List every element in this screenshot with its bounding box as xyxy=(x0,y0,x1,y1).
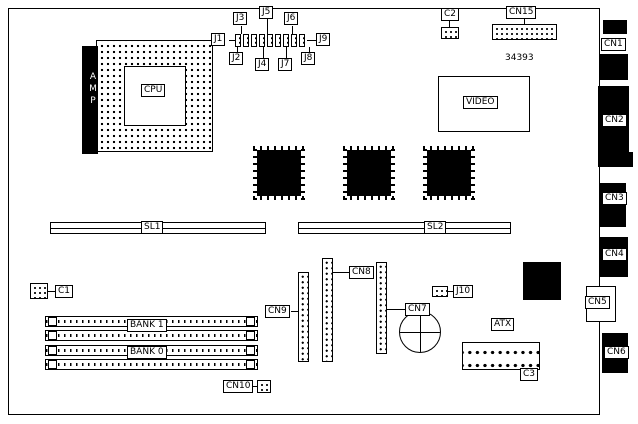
ic-chip-body xyxy=(347,150,391,196)
label-j3: J3 xyxy=(233,12,248,25)
sl1-label: SL1 xyxy=(141,221,164,234)
label-cn9: CN9 xyxy=(265,305,290,318)
ic-chip xyxy=(343,146,395,200)
label-cn7: CN7 xyxy=(405,303,430,316)
label-j2: J2 xyxy=(229,52,244,65)
label-j8: J8 xyxy=(301,52,316,65)
leader-line xyxy=(267,19,268,34)
atx-power-connector xyxy=(462,342,540,370)
cn9-header xyxy=(298,272,309,362)
label-cn6: CN6 xyxy=(604,346,629,359)
label-cn5: CN5 xyxy=(585,296,610,309)
leader-line xyxy=(252,386,257,387)
jumper-block xyxy=(259,34,265,47)
label-c3: C3 xyxy=(520,368,539,381)
cn10-connector xyxy=(257,380,271,393)
leader-line xyxy=(241,26,242,34)
label-j6: J6 xyxy=(284,12,299,25)
j10-jumper xyxy=(432,286,448,297)
leader-line xyxy=(449,21,450,27)
battery xyxy=(399,311,441,353)
bank1-label: BANK 1 xyxy=(127,319,167,332)
leader-line xyxy=(263,47,264,58)
ic-chip-body xyxy=(257,150,301,196)
leader-line xyxy=(387,309,405,310)
label-cn3: CN3 xyxy=(602,192,627,205)
label-j7: J7 xyxy=(278,58,293,71)
leader-line xyxy=(292,26,293,34)
leader-line xyxy=(48,291,55,292)
ic-chip-body xyxy=(427,150,471,196)
simm-socket xyxy=(45,359,258,370)
cn1-connector xyxy=(603,20,627,34)
jumper-block xyxy=(235,34,241,47)
jumper-block xyxy=(291,34,297,47)
jumper-block xyxy=(299,34,305,47)
leader-line xyxy=(291,311,298,312)
leader-line xyxy=(333,272,349,273)
label-c1: C1 xyxy=(55,285,74,298)
cpu-label: CPU xyxy=(141,84,166,97)
label-j5: J5 xyxy=(259,6,274,19)
cn1-connector xyxy=(600,54,628,80)
ic-chip xyxy=(253,146,305,200)
leader-line xyxy=(237,47,238,52)
battery-cross-line xyxy=(400,332,440,333)
label-cn8: CN8 xyxy=(349,266,374,279)
label-j9: J9 xyxy=(316,33,331,46)
label-cn15: CN15 xyxy=(506,6,537,19)
cn3-connector xyxy=(600,183,626,227)
jumper-block xyxy=(251,34,257,47)
label-cn1: CN1 xyxy=(601,38,626,51)
cpu-socket xyxy=(96,40,213,152)
cn7-header xyxy=(376,262,387,354)
cn2-connector xyxy=(598,152,633,167)
bank0-label: BANK 0 xyxy=(127,346,167,359)
expansion-slot-sl2 xyxy=(298,222,511,234)
amp-label: AMP xyxy=(88,72,98,108)
label-cn4: CN4 xyxy=(602,248,627,261)
video-label: VIDEO xyxy=(463,96,498,109)
leader-line xyxy=(229,40,235,41)
amp-bar xyxy=(82,46,98,154)
c1-capacitor xyxy=(30,283,48,299)
board-number: 34393 xyxy=(505,53,534,63)
jumper-block xyxy=(275,34,281,47)
jumper-block xyxy=(267,34,273,47)
c2-capacitor xyxy=(441,27,459,39)
jumper-block xyxy=(283,34,289,47)
label-cn2: CN2 xyxy=(602,114,627,127)
atx-label: ATX xyxy=(491,318,515,331)
leader-line xyxy=(286,47,287,58)
leader-line xyxy=(307,40,316,41)
jumper-block xyxy=(243,34,249,47)
leader-line xyxy=(448,291,453,292)
label-c2: C2 xyxy=(441,8,460,21)
cn15-connector xyxy=(492,24,557,40)
label-j10: J10 xyxy=(453,285,474,298)
label-j4: J4 xyxy=(255,58,270,71)
ic-chip xyxy=(423,146,475,200)
label-j1: J1 xyxy=(211,33,226,46)
chipset-chip xyxy=(523,262,561,300)
leader-line xyxy=(524,19,525,24)
label-cn10: CN10 xyxy=(223,380,254,393)
sl2-label: SL2 xyxy=(424,221,447,234)
cn8-header xyxy=(322,258,333,362)
leader-line xyxy=(309,47,310,52)
